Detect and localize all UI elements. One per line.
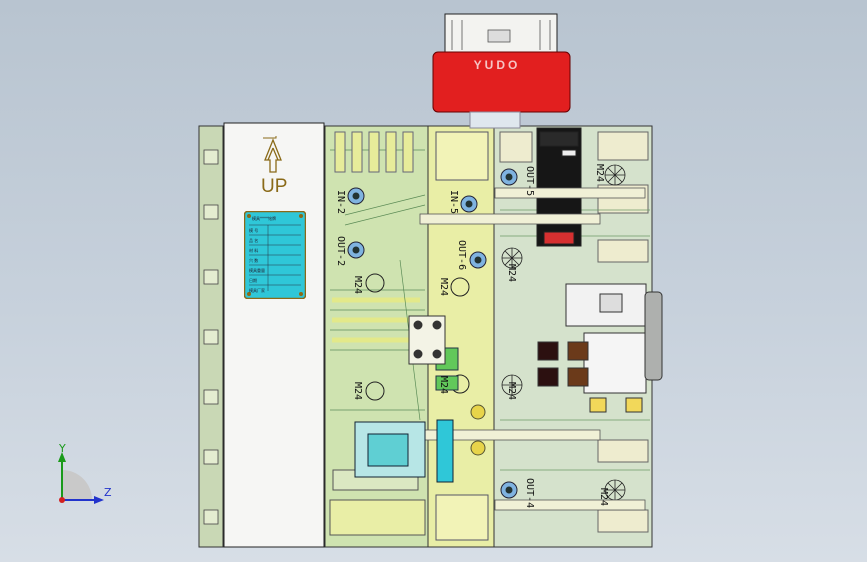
thread-label: M24 <box>438 278 449 297</box>
nameplate-row: 材 料 <box>249 248 259 253</box>
nameplate-row: 日期 <box>249 278 257 283</box>
cooling-port-group-left <box>347 187 385 401</box>
port-label-out2: OUT-2 <box>335 236 346 267</box>
nameplate-row: 模 号 <box>249 228 259 233</box>
up-label: UP <box>261 176 288 197</box>
hot-runner-manifold <box>432 13 571 129</box>
thread-label: M24 <box>506 382 517 401</box>
up-arrow-icon <box>264 138 282 173</box>
cooling-port-group-right <box>500 168 518 499</box>
cooling-port-group-center <box>450 195 487 456</box>
nameplate-row: 模具厂家 <box>249 288 265 293</box>
handling-plate <box>223 122 325 548</box>
thread-circles <box>501 164 626 501</box>
axis-label-z: Z <box>104 486 112 499</box>
thread-label: M24 <box>594 164 605 183</box>
port-label-out6: OUT-6 <box>456 240 467 271</box>
nameplate-title: 模具****铭牌 <box>252 216 276 221</box>
port-label-out5: OUT-5 <box>524 166 535 197</box>
latch-lock <box>408 315 446 365</box>
nameplate-row: 品 名 <box>249 238 259 243</box>
tie-rods <box>419 187 646 511</box>
thread-label: M24 <box>438 376 449 395</box>
cyan-clip <box>436 419 454 483</box>
port-label-in2: IN-2 <box>335 190 346 215</box>
port-label-out4: OUT-4 <box>524 478 535 509</box>
brand-logo: YUDO <box>473 58 521 72</box>
axis-label-y: Y <box>59 442 66 455</box>
thread-label: M24 <box>506 264 517 283</box>
thread-label: M24 <box>352 382 363 401</box>
port-label-in5: IN-5 <box>448 190 459 215</box>
hot-runner-connector <box>536 127 582 247</box>
mold-nameplate: 模具****铭牌 模 号 品 名 材 料 穴 数 模具重量 日期 模具厂家 <box>244 211 306 299</box>
thread-label: M24 <box>598 488 609 507</box>
thread-label: M24 <box>352 276 363 295</box>
nameplate-row: 模具重量 <box>249 268 265 273</box>
nameplate-row: 穴 数 <box>249 258 259 263</box>
axis-triad-icon <box>58 452 104 504</box>
terminal-housing <box>537 283 663 413</box>
